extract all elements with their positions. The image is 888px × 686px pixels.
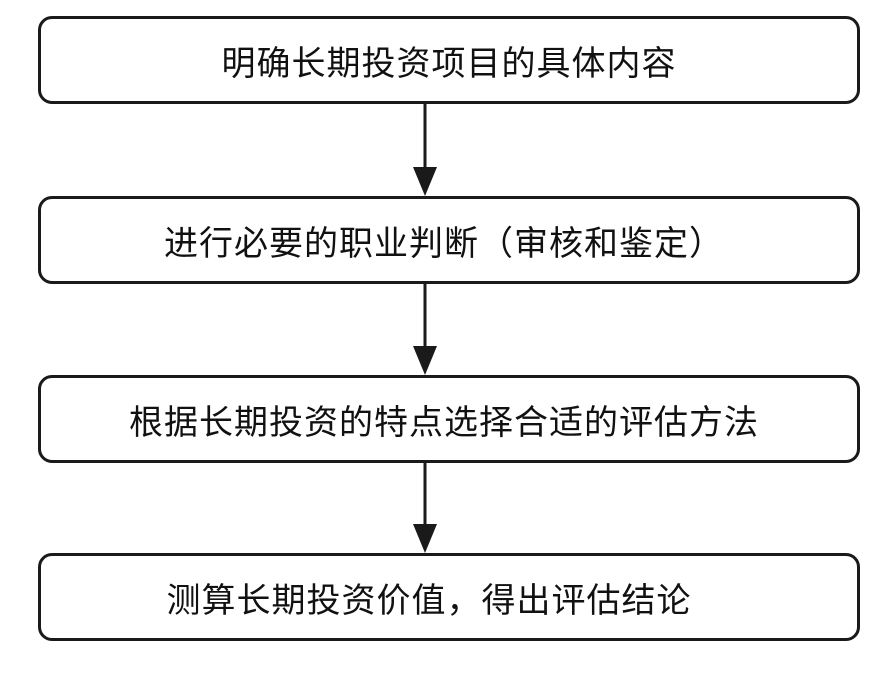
step-2-box: 进行必要的职业判断（审核和鉴定） [38,196,860,284]
arrow-1-to-2 [413,104,437,196]
step-1-box: 明确长期投资项目的具体内容 [38,16,860,104]
arrow-2-to-3 [413,284,437,375]
step-3-box: 根据长期投资的特点选择合适的评估方法 [38,375,860,463]
step-3-label: 根据长期投资的特点选择合适的评估方法 [129,402,759,443]
step-2-label: 进行必要的职业判断（审核和鉴定） [164,223,724,264]
step-1-label: 明确长期投资项目的具体内容 [221,43,677,84]
arrowhead-icon [413,346,437,375]
arrowhead-icon [413,524,437,553]
step-4-box: 测算长期投资价值，得出评估结论 [38,553,860,641]
arrowhead-icon [413,167,437,196]
arrow-3-to-4 [413,463,437,553]
step-4-label: 测算长期投资价值，得出评估结论 [166,580,692,621]
